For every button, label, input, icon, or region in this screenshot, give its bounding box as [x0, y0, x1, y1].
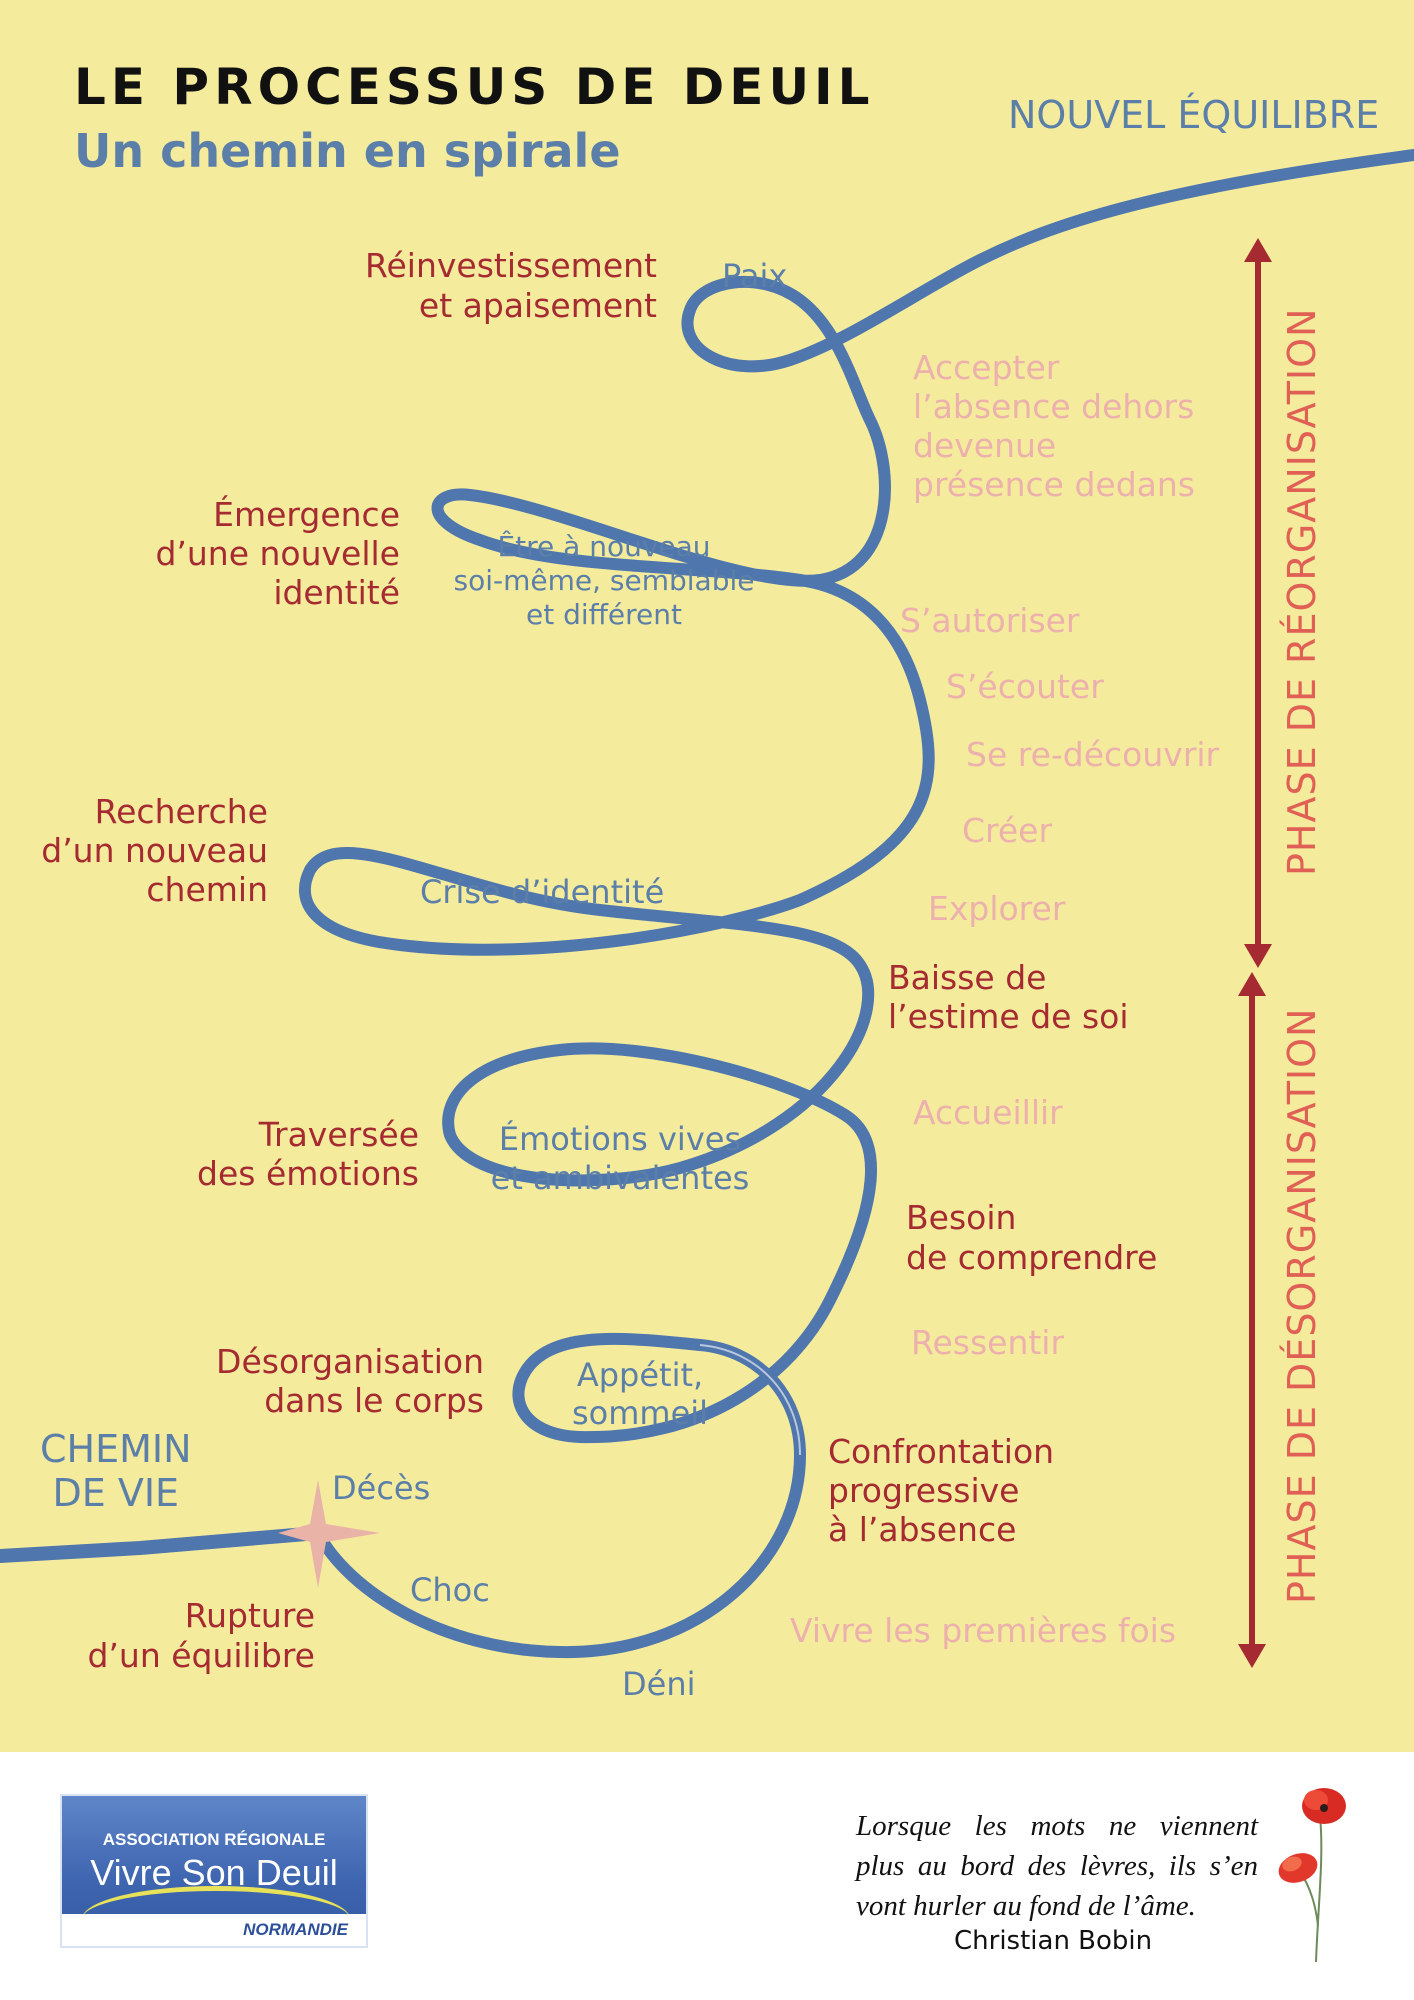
reorg-arrow-head-top	[1244, 238, 1272, 262]
quote: Lorsque les mots ne viennent plus au bor…	[856, 1810, 1258, 1922]
path-label-deni: Déni	[622, 1665, 696, 1703]
action-accueillir: Accueillir	[913, 1093, 1063, 1132]
loop-label-crise: Crise d’identité	[420, 873, 665, 911]
spiral-ribbon	[298, 149, 1414, 1659]
action-creer: Créer	[962, 811, 1053, 850]
start-label: CHEMIN DE VIE	[40, 1427, 192, 1515]
page-title: LE PROCESSUS DE DEUIL	[74, 58, 875, 116]
spiral-diagram	[0, 149, 1414, 1668]
action-ressentir: Ressentir	[911, 1323, 1065, 1362]
phase-desorganisation-label: PHASE DE DÉSORGANISATION	[1280, 1007, 1324, 1604]
action-redecouvrir: Se re-découvrir	[966, 735, 1220, 774]
phase-reorganisation-label: PHASE DE RÉORGANISATION	[1280, 307, 1324, 876]
poster: LE PROCESSUS DE DEUIL Un chemin en spira…	[0, 0, 1414, 1752]
page-subtitle: Un chemin en spirale	[74, 124, 621, 178]
logo-line1: ASSOCIATION RÉGIONALE	[102, 1830, 326, 1849]
loop-label-appetit: Appétit,sommeil	[571, 1356, 709, 1432]
action-autoriser: S’autoriser	[900, 601, 1080, 640]
loop-label-paix: Paix	[722, 257, 788, 295]
association-logo: ASSOCIATION RÉGIONALE Vivre Son Deuil NO…	[62, 1796, 366, 1946]
reorg-arrow-head-bottom	[1244, 944, 1272, 968]
action-vivre: Vivre les premières fois	[790, 1611, 1177, 1650]
life-path-ribbon	[0, 1526, 325, 1563]
path-label-choc: Choc	[410, 1571, 490, 1609]
path-label-deces: Décès	[332, 1469, 431, 1507]
poppy-icon	[1278, 1788, 1346, 1963]
quote-author: Christian Bobin	[954, 1926, 1153, 1956]
action-ecouter: S’écouter	[946, 667, 1104, 706]
desorg-arrow-head-bottom	[1238, 1644, 1266, 1668]
logo-swoosh	[82, 1886, 350, 1919]
logo-line3: NORMANDIE	[243, 1920, 348, 1939]
end-label: NOUVEL ÉQUILIBRE	[1008, 93, 1380, 137]
ribbon-edge	[699, 1344, 801, 1456]
action-explorer: Explorer	[928, 889, 1066, 928]
desorg-arrow-head-top	[1238, 972, 1266, 996]
logo-band	[62, 1914, 366, 1946]
deces-star-icon	[278, 1480, 380, 1588]
